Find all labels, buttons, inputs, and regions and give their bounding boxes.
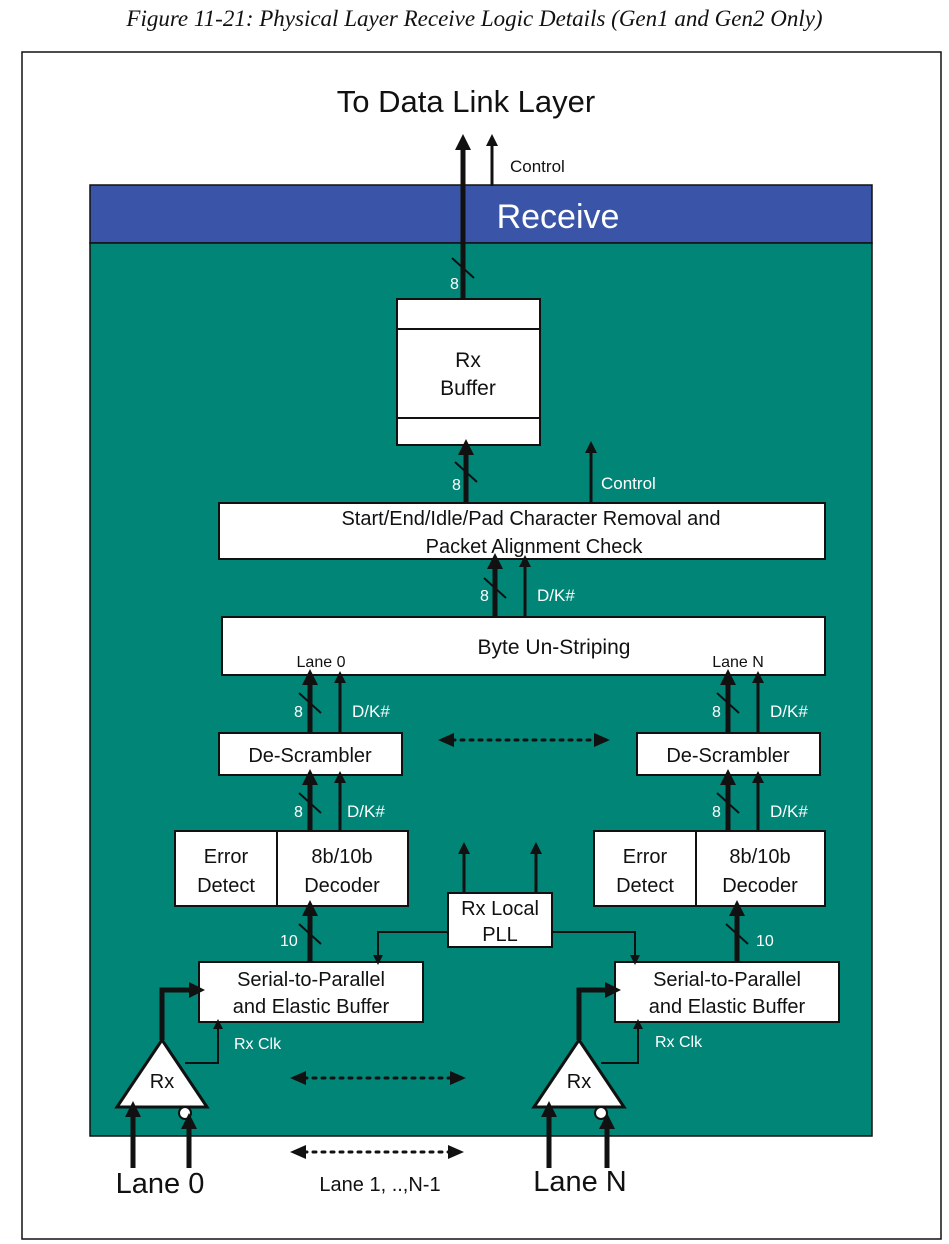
lane0-rx-label: Rx — [150, 1071, 174, 1093]
lane0-rx-invert-bubble — [178, 1106, 192, 1120]
laneN-rx-label: Rx — [567, 1071, 591, 1093]
lane0-descrambler-label: De-Scrambler — [248, 745, 372, 767]
lane0-error-detect — [174, 830, 278, 907]
lane0-rxclk-label: Rx Clk — [234, 1036, 282, 1053]
lane0-upper-dk-label: D/K# — [352, 702, 390, 721]
unstriping-laneN-label: Lane N — [712, 654, 764, 671]
lane0-decoder — [276, 830, 409, 907]
bus-slash — [725, 923, 749, 945]
lane0-bus10-width: 10 — [280, 933, 298, 950]
unstriping-dk-label: D/K# — [537, 586, 575, 605]
bus-slash — [716, 692, 740, 714]
pll-label-line2: PLL — [482, 924, 518, 946]
laneN-bus10-width: 10 — [756, 933, 774, 950]
figure-caption: Figure 11-21: Physical Layer Receive Log… — [126, 6, 823, 31]
lane0-decoder-label-line2: Decoder — [304, 875, 380, 897]
ellipsis-arrow-lanes — [290, 1145, 464, 1159]
lane0-rx-to-s2p-arrow — [159, 982, 205, 1040]
bus-slash — [298, 792, 322, 814]
laneN-rx-invert-bubble — [594, 1106, 608, 1120]
rx-local-pll — [447, 892, 553, 948]
lane0-s2p-label-line2: and Elastic Buffer — [233, 996, 390, 1018]
lane0-rxclk-arrow — [185, 1019, 223, 1064]
lane0-error-label-line2: Detect — [197, 875, 255, 897]
laneN-s2p-label-line1: Serial-to-Parallel — [653, 969, 801, 991]
laneN-error-label-line2: Detect — [616, 875, 674, 897]
char-removal-bus-width: 8 — [452, 477, 461, 494]
bus-slash — [451, 257, 475, 279]
lane0-input-label: Lane 0 — [116, 1168, 205, 1200]
output-control-label: Control — [510, 157, 565, 176]
byte-unstriping-label: Byte Un-Striping — [478, 636, 631, 659]
char-removal-control-label: Control — [601, 474, 656, 493]
bus-slash — [298, 692, 322, 714]
laneN-s2p-label-line2: and Elastic Buffer — [649, 996, 806, 1018]
rx-buffer-label-line2: Buffer — [440, 377, 496, 400]
lane0-upper-bus-width: 8 — [294, 704, 303, 721]
char-removal-label-line2: Packet Alignment Check — [426, 536, 644, 558]
laneN-rxclk-arrow — [601, 1019, 643, 1064]
lane0-lower-dk-label: D/K# — [347, 802, 385, 821]
lane-0-pipeline: 8 D/K# De-Scrambler 8 D/K# Error Detect … — [114, 669, 424, 1200]
rx-buffer — [396, 298, 541, 446]
laneN-input-label: Lane N — [533, 1166, 627, 1198]
lane0-descrambler — [218, 732, 403, 776]
receive-header — [89, 184, 873, 244]
rx-buffer-bus-width: 8 — [450, 276, 459, 293]
lane0-decoder-label-line1: 8b/10b — [311, 846, 372, 868]
lane0-s2p-label-line1: Serial-to-Parallel — [237, 969, 385, 991]
lane0-error-label-line1: Error — [204, 846, 249, 868]
outer-frame — [21, 51, 942, 1240]
unstriping-lane0-label: Lane 0 — [297, 654, 346, 671]
laneN-decoder — [695, 830, 826, 907]
middle-lanes-label: Lane 1, ..,N-1 — [319, 1174, 440, 1196]
laneN-rx-to-s2p-arrow — [576, 982, 621, 1040]
bus-slash — [298, 923, 322, 945]
laneN-error-label-line1: Error — [623, 846, 668, 868]
laneN-descrambler-label: De-Scrambler — [666, 745, 790, 767]
char-removal-label-line1: Start/End/Idle/Pad Character Removal and — [341, 508, 720, 530]
receive-header-label: Receive — [497, 198, 620, 236]
laneN-upper-bus-width: 8 — [712, 704, 721, 721]
lane0-rx-receiver — [114, 1037, 210, 1109]
laneN-serial-to-parallel — [614, 961, 840, 1023]
laneN-rxclk-label: Rx Clk — [655, 1034, 703, 1051]
pll-to-laneN-arrow — [552, 931, 640, 965]
pll-label-line1: Rx Local — [461, 898, 539, 920]
laneN-lower-dk-label: D/K# — [770, 802, 808, 821]
char-removal-block — [218, 502, 826, 560]
bus-slash — [483, 577, 507, 599]
laneN-lower-bus-width: 8 — [712, 804, 721, 821]
unstriping-bus-width: 8 — [480, 588, 489, 605]
laneN-decoder-label-line1: 8b/10b — [729, 846, 790, 868]
laneN-decoder-label-line2: Decoder — [722, 875, 798, 897]
laneN-upper-dk-label: D/K# — [770, 702, 808, 721]
ellipsis-arrow-receivers — [290, 1071, 466, 1085]
byte-unstriping-block — [221, 616, 826, 676]
ellipsis-arrow-descrambler — [438, 733, 610, 747]
lane0-serial-to-parallel — [198, 961, 424, 1023]
bus-slash — [716, 792, 740, 814]
bus-slash — [454, 461, 478, 483]
lane0-lower-bus-width: 8 — [294, 804, 303, 821]
data-link-layer-label: To Data Link Layer — [337, 84, 595, 119]
laneN-rx-receiver — [531, 1037, 627, 1109]
pll-to-lane0-arrow — [373, 931, 448, 965]
rx-buffer-label-line1: Rx — [455, 349, 481, 372]
laneN-error-detect — [593, 830, 697, 907]
lane-n-pipeline: 8 D/K# De-Scrambler 8 D/K# Error Detect … — [531, 669, 840, 1198]
